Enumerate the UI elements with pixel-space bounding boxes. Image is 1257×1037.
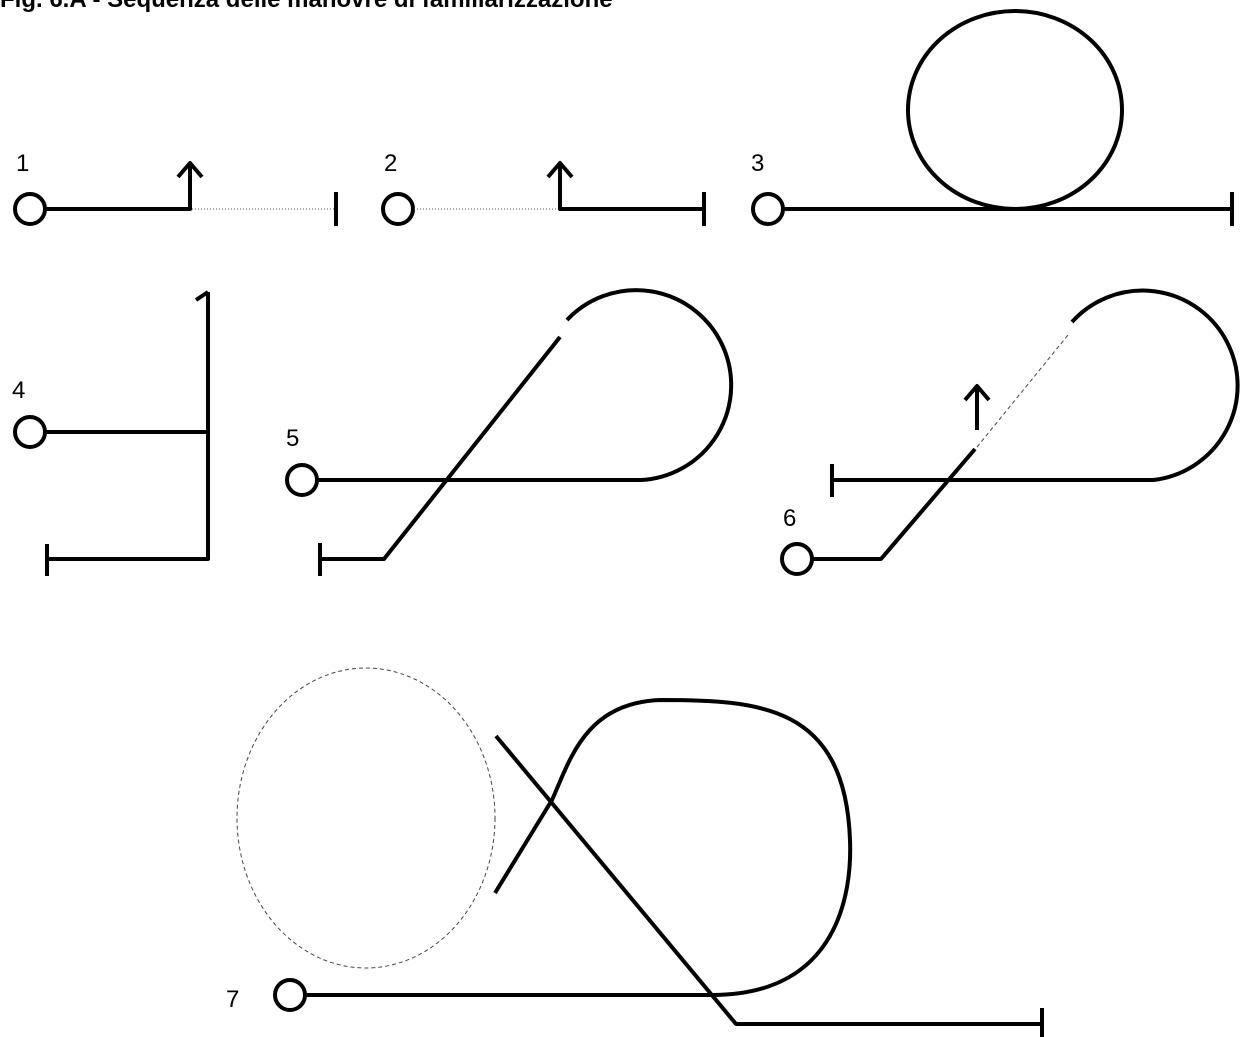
turn-arrow (546, 161, 574, 179)
turn-arrow (176, 161, 204, 179)
step-4: 4 (12, 290, 210, 576)
path-line (318, 288, 734, 482)
right-loop (493, 698, 853, 997)
step-3: 3 (751, 9, 1234, 226)
step-2-label: 2 (384, 150, 397, 177)
start-circle (751, 192, 785, 226)
step-6-label: 6 (783, 505, 796, 532)
step-7-label: 7 (226, 986, 239, 1013)
loop-arc (832, 288, 1240, 482)
dashed-section (976, 334, 1069, 448)
loop-circle (906, 9, 1124, 211)
step-1-label: 1 (16, 150, 29, 177)
step-4-label: 4 (12, 377, 25, 404)
figure-title: Fig. 6.A - Sequenza delle manovre di fam… (0, 0, 613, 14)
step-2: 2 (381, 150, 706, 226)
start-circle (780, 542, 814, 576)
path-line (45, 163, 192, 211)
path-line (813, 447, 977, 561)
turn-arrow (963, 384, 991, 402)
vertical-line (46, 292, 210, 561)
start-circle (273, 978, 307, 1012)
path-line (558, 163, 704, 211)
step-7: 7 (226, 667, 1044, 1037)
step-5: 5 (285, 288, 734, 576)
start-circle (13, 415, 47, 449)
crossing-line (494, 734, 1040, 1026)
start-circle (285, 463, 319, 497)
step-6: 6 (780, 288, 1240, 576)
step-5-label: 5 (286, 425, 299, 452)
top-tick (194, 290, 210, 302)
start-circle (13, 192, 47, 226)
start-circle (381, 192, 415, 226)
diagonal-line (320, 335, 562, 561)
step-3-label: 3 (751, 150, 764, 177)
dashed-loop (236, 667, 496, 969)
step-1: 1 (13, 150, 338, 226)
